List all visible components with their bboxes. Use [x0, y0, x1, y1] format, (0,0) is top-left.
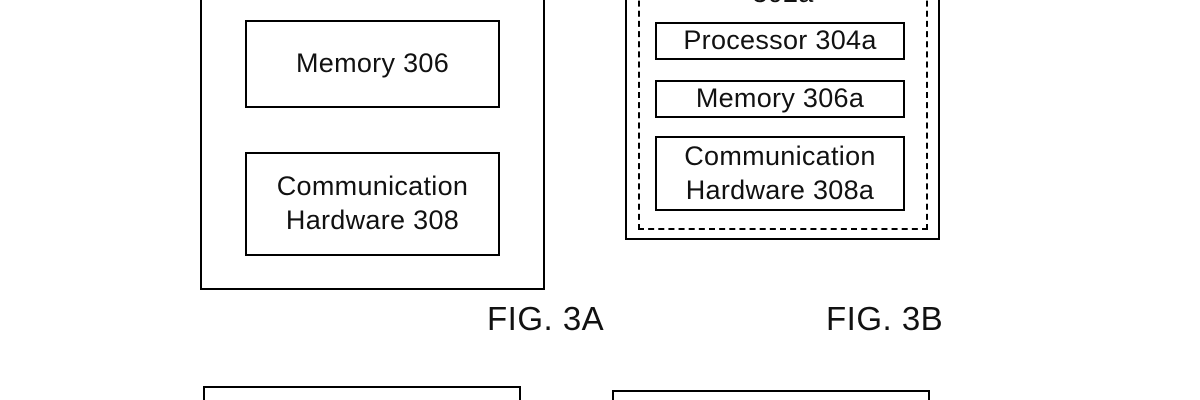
fig3b-communication-hardware-box: Communication Hardware 308a: [655, 136, 905, 211]
fig3a-memory-box: Memory 306: [245, 20, 500, 108]
fig3a-memory-label: Memory 306: [295, 48, 450, 79]
fig3b-caption: FIG. 3B: [826, 300, 944, 337]
fig3b-processor-label: Processor 304a: [683, 25, 877, 56]
fig3b-group-label: 302a: [638, 0, 928, 9]
fig3b-processor-box: Processor 304a: [655, 22, 905, 60]
fig3a-caption: FIG. 3A: [487, 300, 605, 337]
fig3b-communication-hardware-label: Communication Hardware 308a: [684, 140, 876, 205]
fig3b-dashed-group-box: [638, 0, 928, 230]
fig3b-memory-label: Memory 306a: [695, 83, 865, 114]
fig3b-memory-box: Memory 306a: [655, 80, 905, 118]
fig3a-communication-hardware-label: Communication Hardware 308: [276, 171, 469, 235]
bottom-right-partial-box: [612, 390, 930, 400]
fig3a-communication-hardware-box: Communication Hardware 308: [245, 152, 500, 256]
bottom-left-partial-box: [203, 386, 521, 400]
